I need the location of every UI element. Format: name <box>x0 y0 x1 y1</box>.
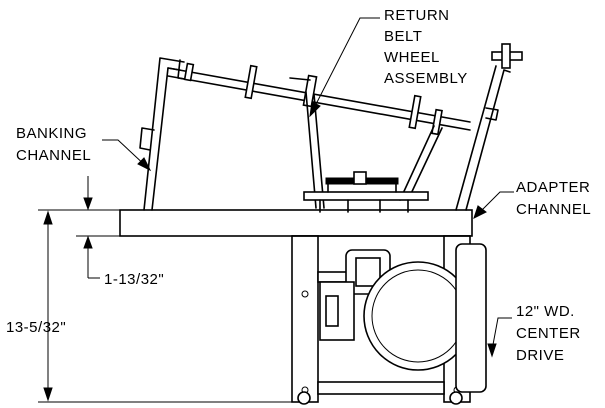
dimension-height <box>38 209 292 403</box>
label-return-line2: BELT <box>384 28 422 45</box>
adapter-plate <box>119 209 473 237</box>
leader-center-drive <box>487 317 512 358</box>
label-adapter-line1: ADAPTER <box>516 179 590 196</box>
label-drive-line1: 12" WD. <box>516 303 575 320</box>
leader-return-belt <box>309 17 380 118</box>
label-drive-line3: DRIVE <box>516 347 564 364</box>
label-dim-offset: 1-13/32" <box>104 271 164 288</box>
label-banking-line2: CHANNEL <box>16 147 91 164</box>
right-channel-frame <box>455 43 523 211</box>
center-platform <box>303 171 429 213</box>
banking-channel-frame <box>139 57 191 211</box>
label-return-line1: RETURN <box>384 7 450 24</box>
label-dim-height: 13-5/32" <box>6 319 66 336</box>
dimension-offset <box>76 176 120 279</box>
label-banking-line1: BANKING <box>16 125 87 142</box>
label-return-line4: ASSEMBLY <box>384 70 468 87</box>
label-adapter-line2: CHANNEL <box>516 201 591 218</box>
leader-banking-channel <box>102 139 152 172</box>
leader-adapter-channel <box>473 191 514 219</box>
center-drive <box>291 235 487 405</box>
return-belt-wheel-assembly <box>167 62 471 209</box>
label-return-line3: WHEEL <box>384 49 440 66</box>
label-drive-line2: CENTER <box>516 325 581 342</box>
